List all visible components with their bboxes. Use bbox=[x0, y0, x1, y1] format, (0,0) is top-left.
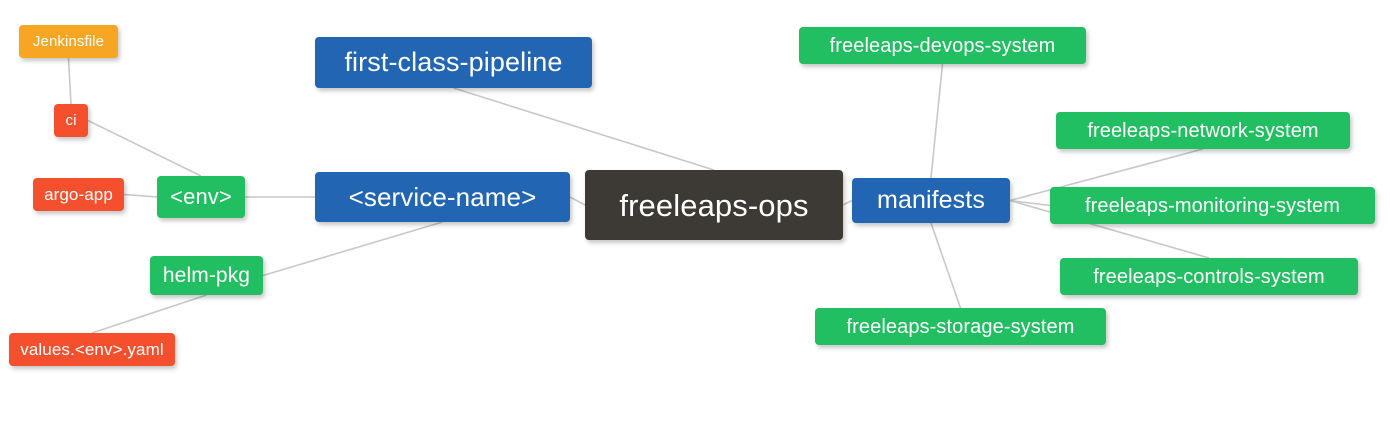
mindmap-node-service-name[interactable]: <service-name> bbox=[315, 172, 570, 222]
mindmap-node-label: ci bbox=[65, 112, 77, 129]
mindmap-node-jenkinsfile[interactable]: Jenkinsfile bbox=[19, 25, 118, 58]
mindmap-node-label: values.<env>.yaml bbox=[20, 340, 164, 359]
mindmap-node-freeleaps-devops-system[interactable]: freeleaps-devops-system bbox=[799, 27, 1086, 64]
mindmap-edge-service-name-to-helm-pkg bbox=[262, 221, 443, 277]
mindmap-edge-helm-pkg-to-values-yaml bbox=[91, 294, 207, 334]
mindmap-edge-freeleaps-ops-to-service-name bbox=[569, 196, 586, 206]
mindmap-edge-manifests-to-freeleaps-monitoring-system bbox=[1009, 199, 1051, 207]
mindmap-edge-env-to-ci bbox=[87, 119, 202, 177]
mindmap-node-label: manifests bbox=[877, 186, 985, 214]
mindmap-node-label: freeleaps-devops-system bbox=[829, 34, 1056, 57]
mindmap-node-manifests[interactable]: manifests bbox=[852, 178, 1010, 223]
mindmap-edge-ci-to-jenkinsfile bbox=[67, 57, 72, 105]
mindmap-node-label: first-class-pipeline bbox=[344, 47, 563, 77]
mindmap-node-first-class-pipeline[interactable]: first-class-pipeline bbox=[315, 37, 592, 88]
mindmap-node-freeleaps-controls-system[interactable]: freeleaps-controls-system bbox=[1060, 258, 1358, 295]
mindmap-node-label: argo-app bbox=[44, 185, 113, 204]
mindmap-node-label: freeleaps-network-system bbox=[1087, 119, 1319, 142]
mindmap-edge-freeleaps-ops-to-manifests bbox=[842, 199, 853, 206]
mindmap-node-env[interactable]: <env> bbox=[157, 176, 245, 218]
mindmap-edge-manifests-to-freeleaps-devops-system bbox=[930, 63, 944, 179]
mindmap-node-label: freeleaps-controls-system bbox=[1093, 265, 1325, 288]
mindmap-node-ci[interactable]: ci bbox=[54, 104, 88, 137]
mindmap-node-freeleaps-ops[interactable]: freeleaps-ops bbox=[585, 170, 843, 240]
mindmap-node-values-yaml[interactable]: values.<env>.yaml bbox=[9, 333, 175, 366]
mindmap-edge-manifests-to-freeleaps-storage-system bbox=[930, 222, 962, 309]
mindmap-node-label: freeleaps-monitoring-system bbox=[1084, 194, 1340, 217]
mindmap-node-label: freeleaps-storage-system bbox=[846, 315, 1075, 338]
mindmap-edge-env-to-argo-app bbox=[123, 193, 158, 198]
mindmap-node-label: helm-pkg bbox=[162, 264, 251, 287]
mindmap-node-label: Jenkinsfile bbox=[32, 33, 105, 50]
mindmap-edge-freeleaps-ops-to-first-class-pipeline bbox=[453, 87, 715, 171]
mindmap-node-helm-pkg[interactable]: helm-pkg bbox=[150, 256, 263, 295]
mindmap-node-label: <service-name> bbox=[348, 182, 537, 212]
mindmap-node-label: <env> bbox=[170, 184, 232, 209]
mindmap-node-label: freeleaps-ops bbox=[619, 187, 809, 223]
mindmap-node-freeleaps-storage-system[interactable]: freeleaps-storage-system bbox=[815, 308, 1106, 345]
mindmap-node-freeleaps-network-system[interactable]: freeleaps-network-system bbox=[1056, 112, 1350, 149]
mindmap-node-freeleaps-monitoring-system[interactable]: freeleaps-monitoring-system bbox=[1050, 187, 1375, 224]
mindmap-node-argo-app[interactable]: argo-app bbox=[33, 178, 124, 211]
